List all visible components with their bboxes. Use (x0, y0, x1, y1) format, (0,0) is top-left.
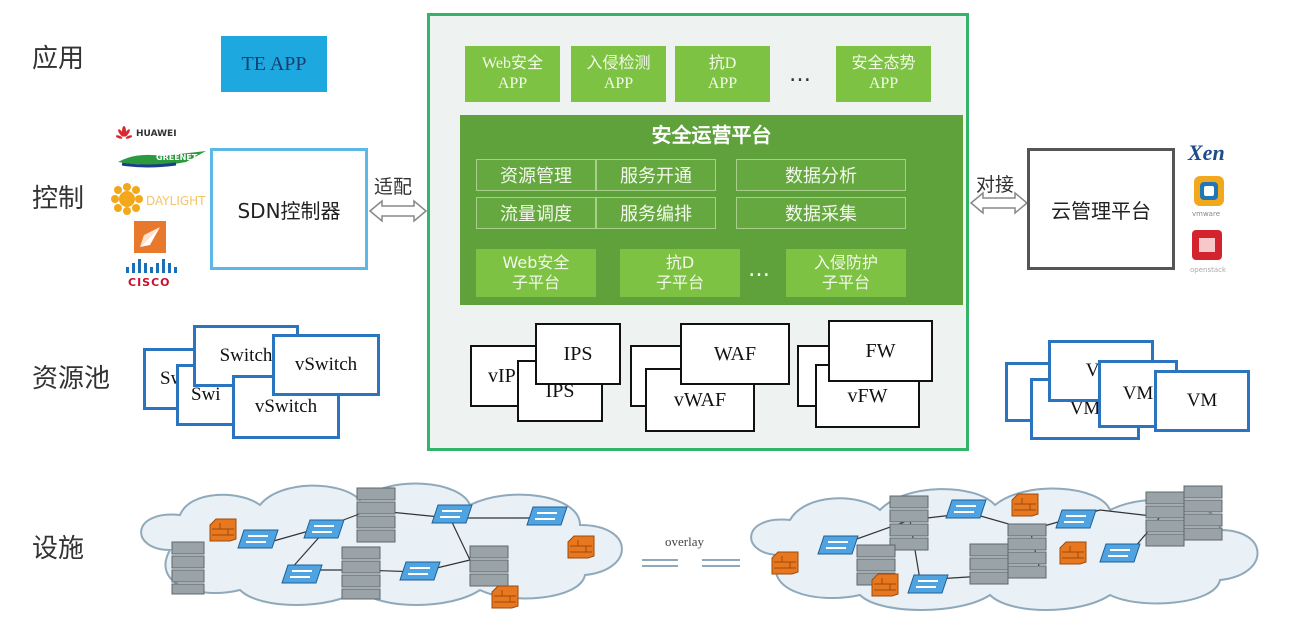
firewall-icon (491, 585, 519, 609)
daylight-icon (111, 183, 143, 215)
cloud-management-box: 云管理平台 (1027, 148, 1175, 270)
huawei-text: HUAWEI (136, 129, 177, 139)
intrusion-detection-app: 入侵检测 APP (571, 46, 666, 102)
row-label-control: 控制 (32, 184, 85, 214)
firewall-icon (771, 551, 799, 575)
sdn-controller-box: SDN控制器 (210, 148, 368, 270)
paper-plane-icon (140, 227, 160, 247)
network-switch-icon (907, 574, 949, 594)
openstack-icon (1192, 230, 1222, 260)
firewall-icon (209, 518, 237, 542)
server-icon (1183, 485, 1223, 541)
openstack-text: openstack (1190, 266, 1227, 274)
app-line1: Web安全 (482, 55, 543, 72)
server-icon (1145, 491, 1185, 547)
overlay-tunnel-lines (642, 559, 740, 567)
te-app-box: TE APP (221, 36, 327, 92)
app-line1: 抗D (708, 55, 737, 72)
network-switch-icon (1099, 543, 1141, 563)
function-service-orchestration: 服务编排 (596, 197, 716, 229)
greenet-logo: GREENET (116, 148, 208, 170)
server-icon (1007, 523, 1047, 579)
app-line2: APP (868, 75, 899, 92)
network-switch-icon (399, 561, 441, 581)
network-switch-icon (817, 535, 859, 555)
connect-label: 对接 (976, 174, 1015, 196)
server-icon (469, 545, 509, 587)
server-icon (889, 495, 929, 551)
web-security-app: Web安全 APP (465, 46, 560, 102)
firewall-icon (1011, 493, 1039, 517)
app-line1: 安全态势 (851, 55, 916, 72)
sub-line1: 抗D (665, 253, 695, 272)
function-service-provisioning: 服务开通 (596, 159, 716, 191)
function-traffic-scheduling: 流量调度 (476, 197, 596, 229)
vm-box-front: VM (1154, 370, 1250, 432)
row-label-apps: 应用 (32, 44, 85, 74)
anti-ddos-app: 抗D APP (675, 46, 770, 102)
network-switch-icon (431, 504, 473, 524)
server-icon (341, 546, 381, 600)
xen-logo: Xen (1188, 140, 1225, 165)
app-line1: 入侵检测 (586, 55, 651, 72)
firewall-icon (871, 573, 899, 597)
row-label-pool: 资源池 (32, 364, 111, 394)
sub-line1: 入侵防护 (813, 253, 878, 272)
network-switch-icon (237, 529, 279, 549)
ips-box-front: IPS (535, 323, 621, 385)
sub-line2: 子平台 (511, 273, 560, 292)
greenet-icon (118, 151, 206, 168)
network-switch-icon (1055, 509, 1097, 529)
cisco-bars-icon (126, 259, 177, 273)
app-line2: APP (603, 75, 634, 92)
function-data-collection: 数据采集 (736, 197, 906, 229)
fw-box-front: FW (828, 320, 933, 382)
adapt-double-arrow (368, 199, 428, 223)
network-switch-icon (303, 519, 345, 539)
sub-line1: Web安全 (502, 253, 570, 272)
connect-double-arrow (969, 191, 1029, 215)
vmware-icon (1194, 176, 1224, 206)
subplatform-intrusion-prevention: 入侵防护 子平台 (786, 249, 906, 297)
vswitch-box-upper: vSwitch (272, 334, 380, 396)
firewall-icon (1059, 541, 1087, 565)
daylight-logo: DAYLIGHT (110, 182, 220, 216)
greenet-text: GREENET (156, 153, 198, 162)
row-label-infra: 设施 (32, 534, 85, 564)
subplatform-web-security: Web安全 子平台 (476, 249, 596, 297)
network-switch-icon (526, 506, 568, 526)
function-data-analysis: 数据分析 (736, 159, 906, 191)
huawei-icon (116, 126, 132, 139)
orange-square-logo (134, 221, 166, 253)
server-icon (171, 541, 205, 595)
server-icon (356, 487, 396, 543)
cisco-logo: CISCO (122, 258, 182, 290)
sub-line2: 子平台 (821, 273, 870, 292)
app-line2: APP (707, 75, 738, 92)
overlay-label: overlay (665, 534, 704, 549)
openstack-logo: openstack (1190, 228, 1234, 280)
firewall-icon (567, 535, 595, 559)
function-resource-management: 资源管理 (476, 159, 596, 191)
adapt-label: 适配 (374, 176, 413, 198)
cisco-text: CISCO (128, 276, 171, 289)
server-icon (969, 543, 1009, 585)
network-switch-icon (281, 564, 323, 584)
daylight-text: DAYLIGHT (146, 194, 206, 208)
huawei-logo: HUAWEI (116, 124, 196, 144)
network-switch-icon (945, 499, 987, 519)
security-operations-platform: 安全运营平台 资源管理 服务开通 数据分析 流量调度 服务编排 数据采集 Web… (460, 115, 963, 305)
platform-title: 安全运营平台 (651, 123, 772, 147)
vmware-logo: vmware (1192, 174, 1226, 222)
vmware-text: vmware (1192, 210, 1221, 218)
sub-line2: 子平台 (655, 273, 704, 292)
app-line2: APP (497, 75, 528, 92)
apps-ellipsis: … (789, 62, 813, 87)
waf-box-front: WAF (680, 323, 790, 385)
security-situation-app: 安全态势 APP (836, 46, 931, 102)
subplatform-anti-ddos: 抗D 子平台 (620, 249, 740, 297)
subplatform-ellipsis: … (748, 257, 772, 282)
